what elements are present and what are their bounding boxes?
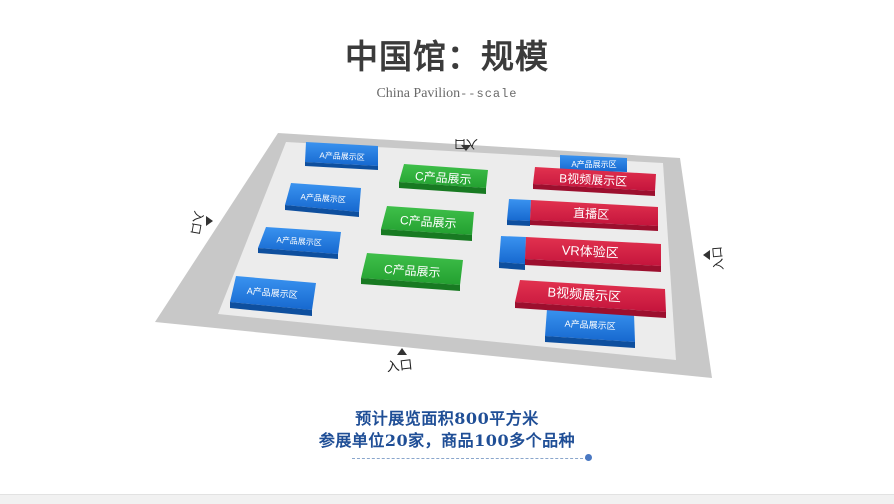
zone-live-blue xyxy=(507,199,531,226)
subtitle-main: China Pavilion xyxy=(376,86,461,101)
description-line-2: 参展单位20家，商品100多个品种 xyxy=(318,431,576,450)
entrance-top: 入口 xyxy=(454,137,478,151)
entrance-bottom: 入口 xyxy=(386,348,413,375)
zone-c1-label: C产品展示 xyxy=(415,169,473,187)
entrance-left: 入口 xyxy=(188,210,213,236)
entrance-left-arrow xyxy=(206,216,213,226)
zone-a1: A产品展示区 xyxy=(305,142,378,170)
zone-a6-label: A产品展示区 xyxy=(564,318,616,332)
entrance-left-label: 入口 xyxy=(188,210,206,236)
entrance-bottom-label: 入口 xyxy=(386,358,413,376)
bottom-bar xyxy=(0,494,894,504)
zone-vr: VR体验区 xyxy=(525,237,661,272)
zone-live-label: 直播区 xyxy=(573,206,610,222)
zone-a4: A产品展示区 xyxy=(230,276,316,316)
zone-a5: A产品展示区 xyxy=(560,155,627,172)
zone-a6: A产品展示区 xyxy=(545,309,635,348)
entrance-top-arrow xyxy=(461,145,471,151)
description-divider xyxy=(352,458,588,459)
zone-a2: A产品展示区 xyxy=(285,183,361,217)
zone-c2-label: C产品展示 xyxy=(400,213,458,231)
zone-c1: C产品展示 xyxy=(399,164,488,194)
subtitle-suffix: --scale xyxy=(460,87,518,101)
zone-c3: C产品展示 xyxy=(361,253,463,291)
page-subtitle: China Pavilion--scale xyxy=(0,86,894,102)
entrance-bottom-arrow xyxy=(397,348,407,355)
zone-live: 直播区 xyxy=(530,200,658,231)
zone-a3-label: A产品展示区 xyxy=(276,234,322,247)
zone-a3: A产品展示区 xyxy=(258,227,341,259)
entrance-right: 入口 xyxy=(703,246,726,271)
entrance-right-label: 入口 xyxy=(710,246,726,271)
page-title: 中国馆：规模 xyxy=(345,37,549,76)
zone-a1-label: A产品展示区 xyxy=(319,150,365,162)
zone-b1: B视频展示区 xyxy=(533,167,656,196)
zone-c3-label: C产品展示 xyxy=(384,262,442,280)
zone-b2: B视频展示区 xyxy=(515,280,666,318)
zone-a5-label: A产品展示区 xyxy=(571,159,616,169)
zone-a4-label: A产品展示区 xyxy=(246,285,298,300)
description-line-1: 预计展览面积800平方米 xyxy=(355,409,539,428)
zone-vr-label: VR体验区 xyxy=(561,243,619,261)
zone-vr-blue xyxy=(499,236,526,270)
zone-b2-label: B视频展示区 xyxy=(547,284,622,304)
entrance-top-label: 入口 xyxy=(454,137,478,151)
zone-b1-label: B视频展示区 xyxy=(559,170,628,189)
divider-dot xyxy=(585,454,592,461)
zone-a2-label: A产品展示区 xyxy=(300,191,346,204)
zone-c2: C产品展示 xyxy=(381,206,474,241)
entrance-right-arrow xyxy=(703,250,710,260)
